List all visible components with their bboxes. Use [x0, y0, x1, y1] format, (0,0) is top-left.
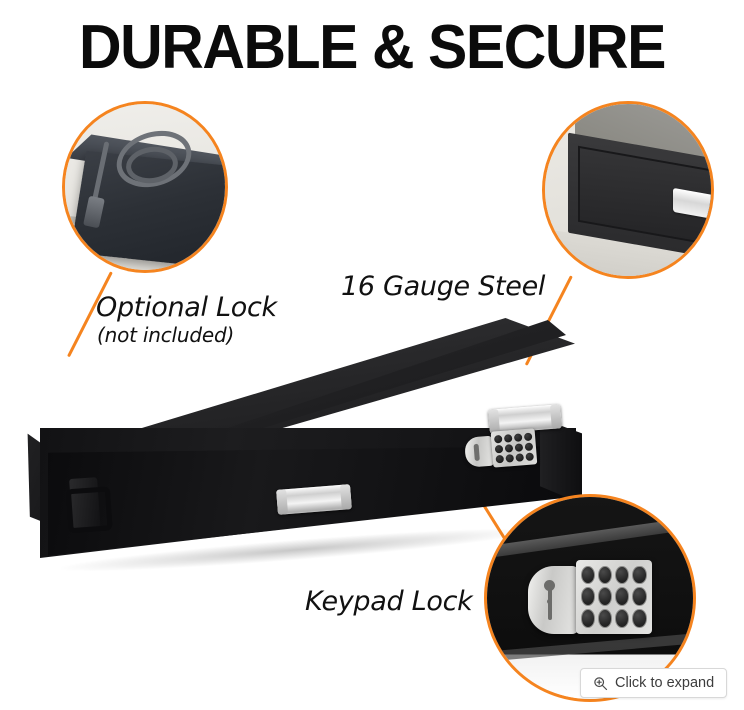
keypad-button	[597, 608, 613, 628]
keypad-button	[523, 432, 533, 442]
keypad-button	[597, 565, 613, 585]
safe-keypad-lock-assembly	[464, 428, 539, 470]
callout-optional-lock	[62, 101, 228, 273]
keypad-lock-photo	[487, 497, 693, 699]
keypad-button	[493, 434, 503, 444]
keypad-button	[580, 587, 595, 606]
keypad-button	[580, 608, 595, 628]
keypad-button	[504, 444, 514, 453]
keypad-button	[495, 454, 505, 464]
safe-side-carry-handle	[65, 477, 113, 536]
keypad-button	[580, 565, 595, 585]
keypad-button	[503, 434, 513, 443]
keypad-button	[513, 433, 523, 442]
key-slot	[548, 585, 553, 620]
callout-sublabel-optional-lock: (not included)	[97, 323, 235, 347]
key-cylinder-plate	[528, 565, 581, 634]
keypad-button	[597, 587, 613, 606]
callout-label-gauge-steel: 16 Gauge Steel	[341, 271, 546, 302]
click-to-expand-label: Click to expand	[615, 675, 715, 691]
key-slot	[473, 443, 480, 462]
optional-lock-photo	[65, 104, 225, 270]
keypad-button	[525, 452, 534, 462]
keypad-button	[615, 608, 630, 628]
gauge-steel-photo	[545, 104, 711, 276]
callout-label-keypad-lock: Keypad Lock	[305, 586, 473, 617]
keypad-button	[632, 565, 647, 585]
keypad-button	[524, 442, 534, 452]
key-cylinder	[464, 435, 495, 468]
keypad-button	[494, 444, 504, 454]
keypad-button	[632, 608, 647, 628]
keypad-button	[515, 453, 525, 462]
callout-keypad-lock	[484, 494, 696, 702]
zoom-in-icon	[593, 676, 608, 691]
handle-grip	[65, 486, 113, 534]
keypad-button	[514, 443, 524, 452]
click-to-expand-button[interactable]: Click to expand	[580, 668, 728, 698]
page-title: DURABLE & SECURE	[79, 13, 666, 82]
keypad-grid	[490, 428, 538, 468]
keypad-button	[615, 565, 630, 585]
keypad-button	[505, 454, 515, 463]
keypad-button	[632, 587, 647, 606]
product-safe	[0, 300, 640, 600]
callout-gauge-steel	[542, 101, 714, 279]
keypad-button	[615, 587, 630, 606]
callout-label-optional-lock: Optional Lock	[96, 292, 277, 323]
key-hole	[544, 579, 556, 591]
keypad-grid	[575, 559, 652, 634]
